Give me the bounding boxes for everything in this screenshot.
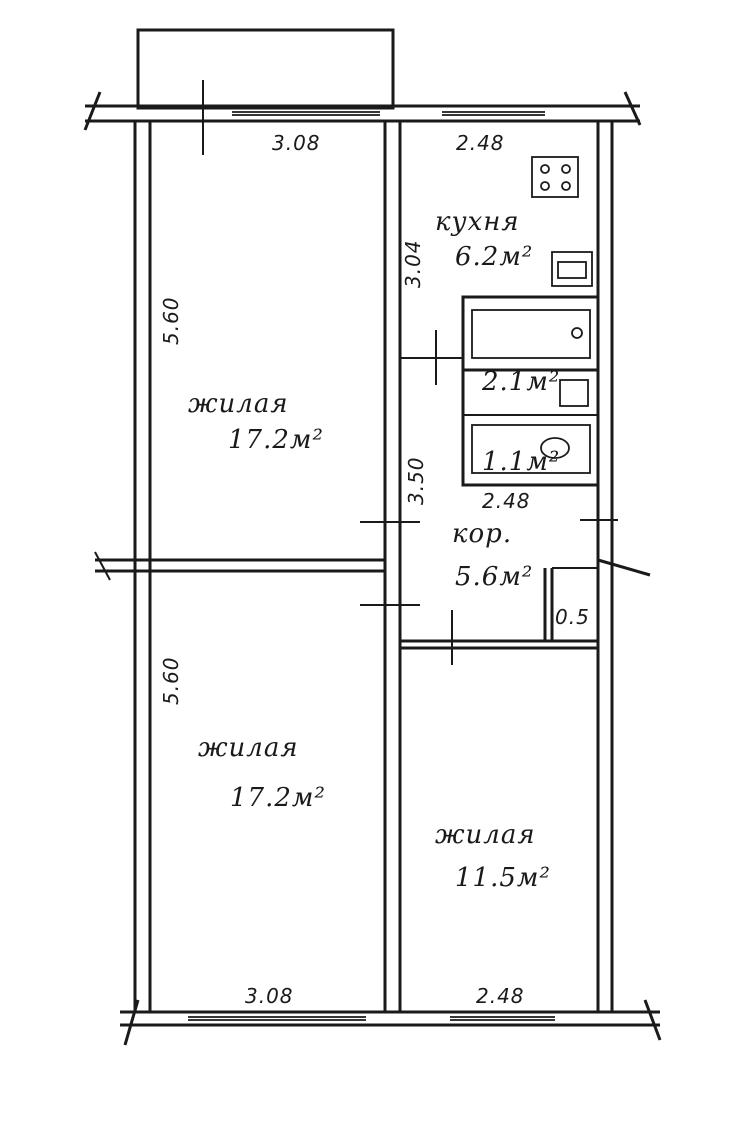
dim-left-upper: 5.60 xyxy=(159,296,183,345)
dim-closet-depth: 0.5 xyxy=(555,605,590,629)
toilet-icon xyxy=(471,424,591,474)
dim-top-right: 2.48 xyxy=(456,131,505,155)
dim-corridor-width: 2.48 xyxy=(482,489,531,513)
room-area-corridor: 5.6м² xyxy=(455,562,533,592)
bathroom-block xyxy=(400,295,600,487)
windows xyxy=(188,80,555,1021)
room-label-living-right: жилая xyxy=(435,820,536,850)
stove-icon xyxy=(531,156,579,198)
dim-corridor-length: 3.50 xyxy=(404,456,428,505)
bath-fixtures xyxy=(471,309,591,474)
room-area-living-top: 17.2м² xyxy=(228,425,324,455)
balcony xyxy=(136,28,395,110)
room-label-living-top: жилая xyxy=(188,389,289,419)
room-area-bath-1: 2.1м² xyxy=(481,367,560,397)
dim-kitchen-length: 3.04 xyxy=(401,239,425,288)
room-label-living-bottom: жилая xyxy=(198,733,299,763)
dim-bottom-left: 3.08 xyxy=(245,984,294,1008)
room-label-corridor: кор. xyxy=(452,519,512,549)
outer-walls xyxy=(83,91,662,1046)
dim-left-lower: 5.60 xyxy=(159,656,183,705)
room-area-bath-2: 1.1м² xyxy=(482,447,560,477)
dim-top-left: 3.08 xyxy=(272,131,321,155)
dim-bottom-right: 2.48 xyxy=(476,984,525,1008)
dimension-ticks xyxy=(360,521,453,665)
room-area-living-bottom: 17.2м² xyxy=(230,783,326,813)
room-area-kitchen: 6.2м² xyxy=(455,242,533,272)
room-label-kitchen: кухня xyxy=(435,207,520,237)
closet xyxy=(543,519,618,641)
interior-walls xyxy=(94,121,651,1012)
bathtub-icon xyxy=(471,309,591,359)
washbasin-icon xyxy=(559,379,589,407)
room-area-living-right: 11.5м² xyxy=(455,863,551,893)
kitchen-fixtures xyxy=(531,156,593,287)
sink-icon xyxy=(551,251,593,287)
